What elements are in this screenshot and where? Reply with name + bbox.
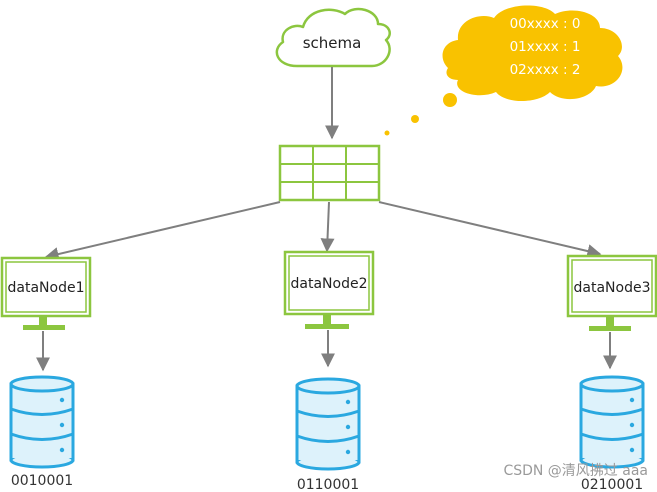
arrow-table-to-node3	[378, 201, 602, 258]
routing-rule-0: 00xxxx : 0	[510, 16, 581, 32]
data-node-3: dataNode3	[566, 254, 657, 370]
routing-rule-2: 02xxxx : 2	[510, 62, 581, 78]
bubble-dot-medium	[411, 115, 419, 123]
database-3: 0210001	[579, 375, 645, 492]
monitor-icon	[566, 254, 657, 318]
node-label: dataNode1	[8, 280, 85, 296]
database-1: 0010001	[9, 375, 75, 489]
schema-cloud: schema	[275, 7, 391, 68]
database-icon	[9, 375, 75, 469]
node-label: dataNode3	[574, 280, 651, 296]
database-id: 0110001	[297, 477, 359, 492]
table-border	[278, 144, 381, 202]
database-id: 0010001	[11, 473, 73, 489]
database-2: 0110001	[295, 377, 361, 492]
arrow-table-to-node2	[320, 201, 335, 253]
data-node-1: dataNode1	[0, 256, 92, 372]
watermark-text: CSDN @清风拂过 aaa	[503, 463, 648, 479]
schema-label: schema	[303, 34, 362, 52]
database-icon	[295, 377, 361, 471]
routing-bubble: 00xxxx : 0 01xxxx : 1 02xxxx : 2	[384, 5, 623, 136]
bubble-cloud	[442, 5, 623, 102]
arrow-table-to-node1	[44, 201, 281, 261]
routing-rule-1: 01xxxx : 1	[510, 39, 581, 55]
bubble-dot-small	[384, 130, 390, 136]
routing-table-icon	[278, 144, 381, 202]
data-node-2: dataNode2	[283, 250, 375, 368]
database-icon	[579, 375, 645, 469]
bubble-dot-large	[443, 93, 457, 107]
node-label: dataNode2	[291, 276, 368, 292]
database-id: 0210001	[581, 477, 643, 492]
cloud-outline	[275, 7, 391, 68]
